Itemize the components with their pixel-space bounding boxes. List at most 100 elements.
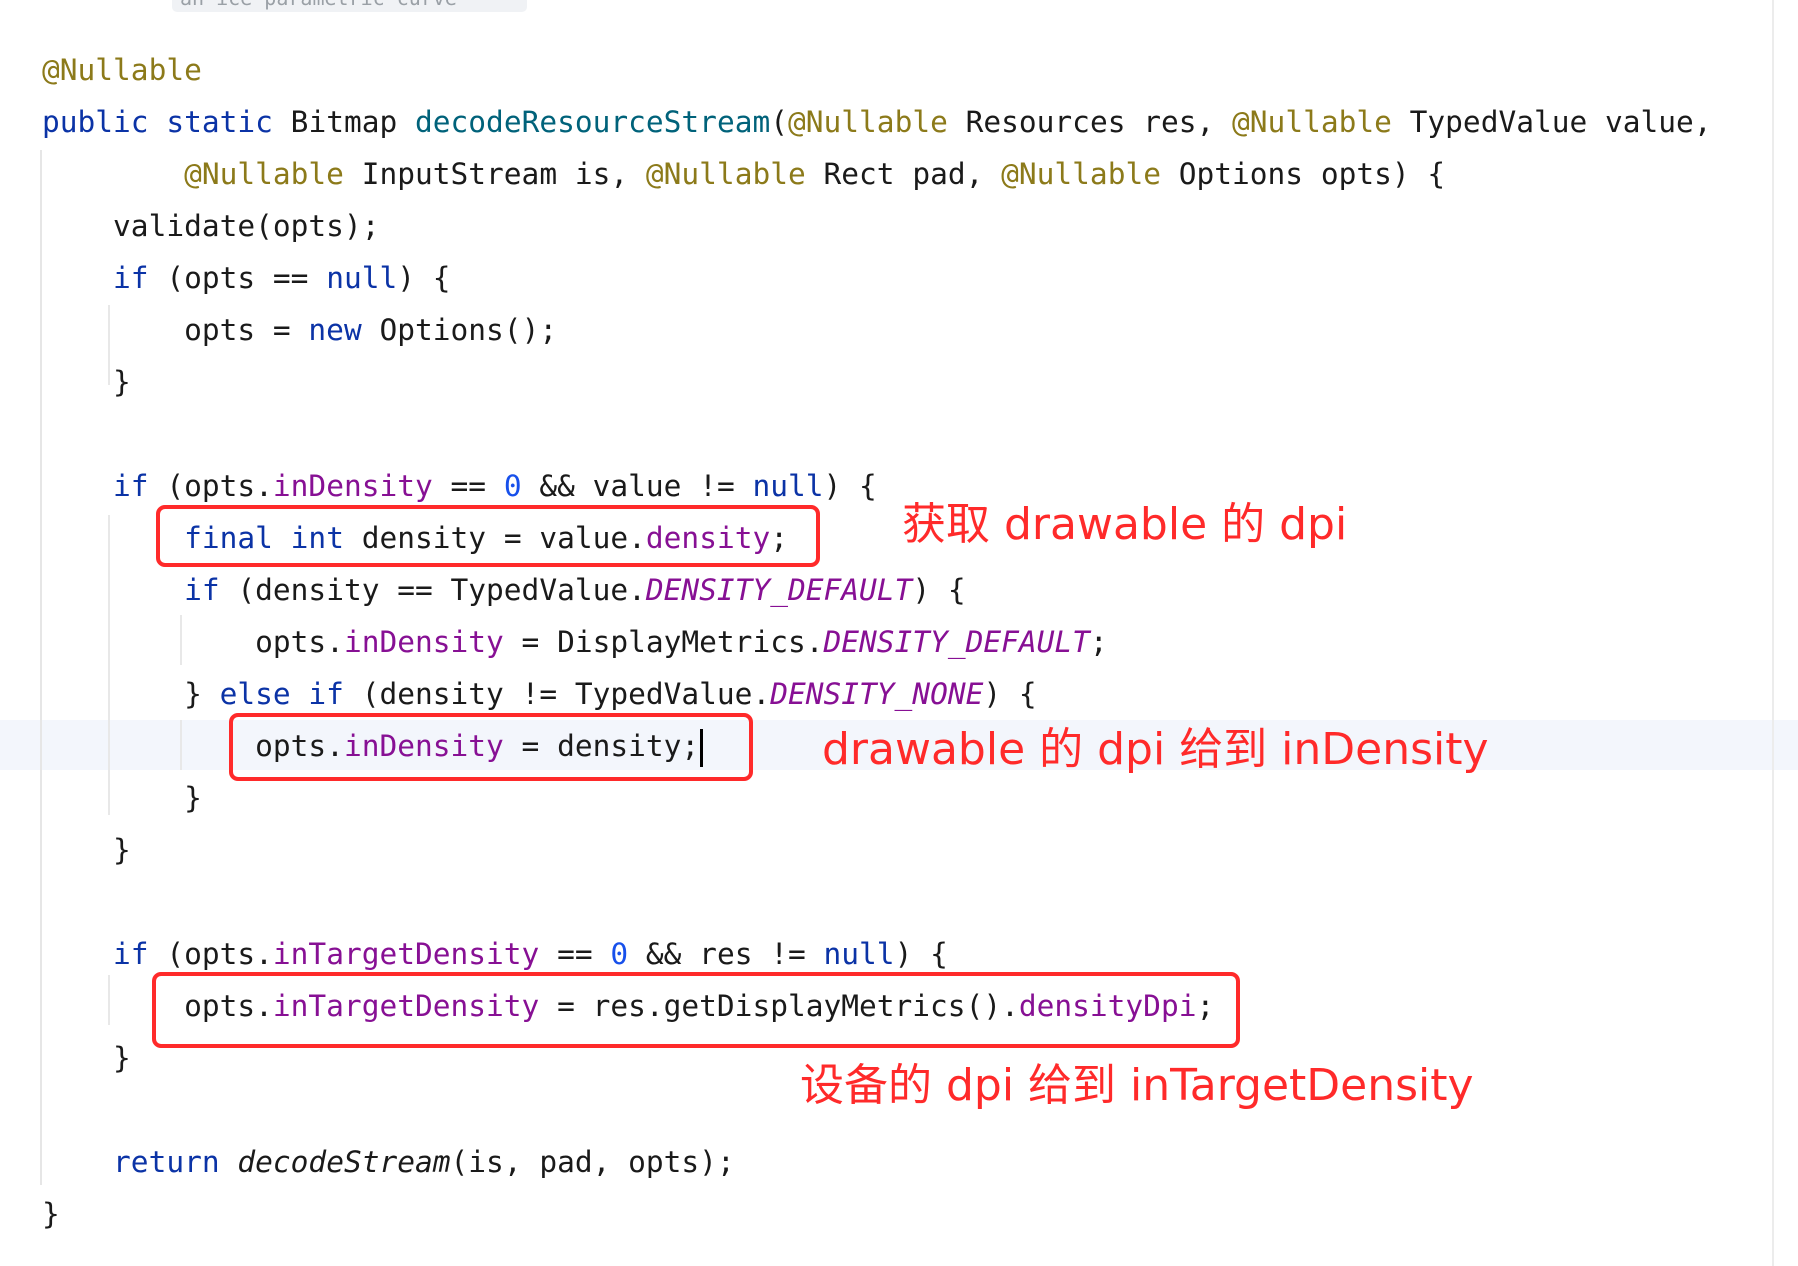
right-margin-line	[1772, 0, 1774, 1266]
code-token: decodeStream	[237, 1145, 451, 1179]
code-token: 0	[610, 937, 629, 971]
code-token: ;	[1196, 989, 1215, 1023]
inline-hint-chip: an ice parametric curve	[172, 0, 527, 12]
code-line[interactable]: }	[42, 772, 202, 824]
inline-hint-text: an ice parametric curve	[180, 0, 457, 10]
code-line[interactable]: }	[42, 824, 131, 876]
code-token: @Nullable	[645, 157, 806, 191]
code-token	[42, 469, 113, 503]
code-line[interactable]: opts = new Options();	[42, 304, 557, 356]
annotation-in-target-density: 设备的 dpi 给到 inTargetDensity	[800, 1060, 1474, 1111]
code-line[interactable]: if (opts.inDensity == 0 && value != null…	[42, 460, 877, 512]
indent-guide	[108, 515, 110, 815]
code-line[interactable]: opts.inDensity = density;	[42, 720, 704, 772]
code-token: ) {	[894, 937, 948, 971]
code-line[interactable]: @Nullable InputStream is, @Nullable Rect…	[42, 148, 1445, 200]
code-token	[42, 573, 184, 607]
code-token	[42, 1145, 113, 1179]
code-token: inTargetDensity	[272, 937, 540, 971]
indent-guide	[180, 615, 182, 665]
code-token: Resources res,	[947, 105, 1233, 139]
code-line[interactable]: return decodeStream(is, pad, opts);	[42, 1136, 735, 1188]
code-token: opts.	[42, 625, 344, 659]
code-token: public	[42, 105, 149, 139]
code-line[interactable]: if (opts == null) {	[42, 252, 451, 304]
code-token: @Nullable	[1001, 157, 1161, 191]
code-token: @Nullable	[788, 105, 948, 139]
code-token: @Nullable	[184, 157, 344, 191]
code-token: InputStream is,	[343, 157, 646, 191]
code-token: Rect pad,	[805, 157, 1002, 191]
code-line[interactable]: @Nullable	[42, 44, 202, 96]
code-line[interactable]: if (opts.inTargetDensity == 0 && res != …	[42, 928, 948, 980]
code-token: ) {	[912, 573, 966, 607]
code-token: }	[42, 365, 131, 399]
code-token: Bitmap	[272, 105, 416, 139]
code-line[interactable]: validate(opts);	[42, 200, 379, 252]
code-token: (opts.	[148, 469, 273, 503]
code-token: null	[752, 469, 824, 503]
code-token: ==	[539, 937, 611, 971]
code-token: @Nullable	[42, 53, 202, 87]
code-token: @Nullable	[1232, 105, 1392, 139]
code-token: (is, pad, opts);	[450, 1145, 735, 1179]
code-token: inTargetDensity	[272, 989, 540, 1023]
code-token: DENSITY_DEFAULT	[645, 573, 913, 607]
code-line[interactable]: } else if (density != TypedValue.DENSITY…	[42, 668, 1037, 720]
code-line[interactable]: opts.inDensity = DisplayMetrics.DENSITY_…	[42, 616, 1108, 668]
code-token: inDensity	[343, 625, 504, 659]
code-token	[220, 1145, 238, 1179]
code-token: opts.	[42, 729, 344, 763]
code-token: = res.getDisplayMetrics().	[539, 989, 1019, 1023]
code-line[interactable]: public static Bitmap decodeResourceStrea…	[42, 96, 1712, 148]
code-token: inDensity	[272, 469, 433, 503]
code-token: ) {	[983, 677, 1037, 711]
code-token: if	[184, 573, 220, 607]
code-token: new	[308, 313, 362, 347]
code-token: if	[308, 677, 344, 711]
code-line[interactable]: }	[42, 1188, 60, 1240]
code-token	[42, 157, 184, 191]
indent-guide	[180, 720, 182, 770]
code-token: ) {	[823, 469, 877, 503]
code-token: Options opts) {	[1160, 157, 1446, 191]
code-token: (opts.	[148, 937, 273, 971]
code-token: = density;	[503, 729, 700, 763]
code-token: }	[42, 781, 202, 815]
code-line[interactable]: if (density == TypedValue.DENSITY_DEFAUL…	[42, 564, 966, 616]
highlight-box-density	[156, 505, 820, 567]
code-token: = DisplayMetrics.	[503, 625, 824, 659]
code-token: return	[113, 1145, 220, 1179]
code-line[interactable]: }	[42, 1032, 131, 1084]
code-token: decodeResourceStream	[415, 105, 771, 139]
code-line[interactable]: final int density = value.density;	[42, 512, 788, 564]
code-token: && value !=	[521, 469, 753, 503]
code-line[interactable]: opts.inTargetDensity = res.getDisplayMet…	[42, 980, 1214, 1032]
code-token: (density == TypedValue.	[219, 573, 646, 607]
code-token: ;	[1089, 625, 1108, 659]
code-token: ) {	[397, 261, 451, 295]
code-token: ==	[432, 469, 504, 503]
code-token: 0	[503, 469, 522, 503]
code-token: }	[42, 1197, 60, 1231]
code-line[interactable]: }	[42, 356, 131, 408]
code-token: }	[42, 1041, 131, 1075]
code-token: else	[219, 677, 291, 711]
code-token: (opts ==	[148, 261, 327, 295]
code-token: DENSITY_DEFAULT	[823, 625, 1090, 659]
annotation-in-density: drawable 的 dpi 给到 inDensity	[822, 724, 1489, 775]
code-token: opts.	[42, 989, 273, 1023]
code-token: static	[166, 105, 273, 139]
code-token: Options();	[361, 313, 558, 347]
code-token: density = value.	[343, 521, 646, 555]
annotation-get-drawable-dpi: 获取 drawable 的 dpi	[902, 499, 1348, 550]
code-token: (density != TypedValue.	[343, 677, 771, 711]
code-token: TypedValue value,	[1391, 105, 1712, 139]
method-body-guide	[40, 150, 42, 1185]
code-token: validate(opts);	[42, 209, 380, 243]
code-token: density	[645, 521, 771, 555]
code-token: && res !=	[628, 937, 824, 971]
code-token: ;	[770, 521, 788, 555]
current-line-highlight	[0, 720, 1798, 770]
